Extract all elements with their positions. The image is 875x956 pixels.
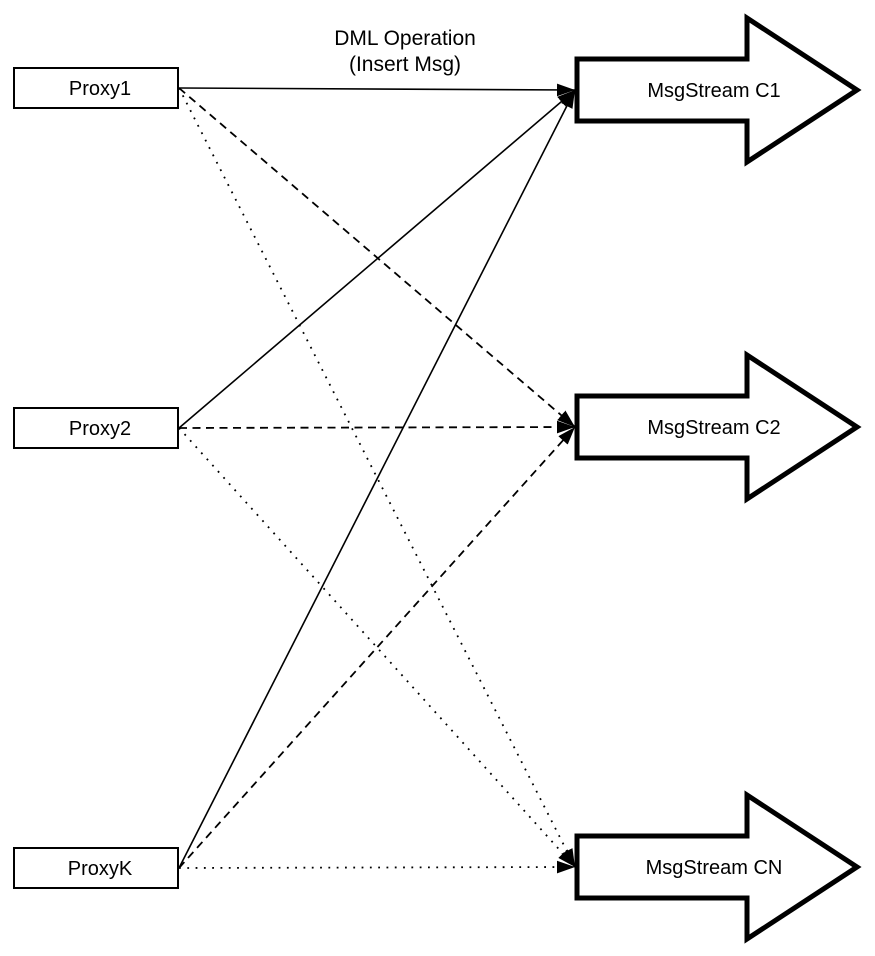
node-msgstream-cn: MsgStream CN <box>574 790 862 944</box>
connector-proxy1-to-c1 <box>178 83 576 97</box>
msgstream-c2-arrow-shape <box>574 350 862 504</box>
proxyk-box <box>13 847 179 889</box>
msgstream-c1-arrow-shape <box>574 13 862 167</box>
connector-proxyk-to-c2 <box>178 426 576 869</box>
connector-proxyk-to-c1 <box>178 89 576 869</box>
msgstream-c2-label: MsgStream C2 <box>647 417 780 439</box>
edge-label-dml-operation: DML Operation (Insert Msg) <box>334 27 476 76</box>
edge-label-line1: DML Operation <box>334 27 476 50</box>
connector-proxy1-to-c2 <box>178 87 576 428</box>
node-proxy2: Proxy2 <box>13 407 179 449</box>
proxy1-box <box>13 67 179 109</box>
node-msgstream-c1: MsgStream C1 <box>574 13 862 167</box>
msgstream-cn-label: MsgStream CN <box>646 857 783 879</box>
node-proxy1: Proxy1 <box>13 67 179 109</box>
connector-proxy2-to-c1 <box>178 89 576 429</box>
msgstream-c1-label: MsgStream C1 <box>647 80 780 102</box>
proxy2-label: Proxy2 <box>69 418 131 440</box>
proxy2-box <box>13 407 179 449</box>
connector-proxyk-to-cn <box>178 860 576 874</box>
edge-label-line2: (Insert Msg) <box>349 53 461 76</box>
proxyk-label: ProxyK <box>68 858 133 880</box>
connector-layer <box>178 83 576 874</box>
node-msgstream-c2: MsgStream C2 <box>574 350 862 504</box>
node-proxyk: ProxyK <box>13 847 179 889</box>
connector-proxy2-to-c2 <box>178 420 576 434</box>
proxy1-label: Proxy1 <box>69 78 131 100</box>
msgstream-cn-arrow-shape <box>574 790 862 944</box>
